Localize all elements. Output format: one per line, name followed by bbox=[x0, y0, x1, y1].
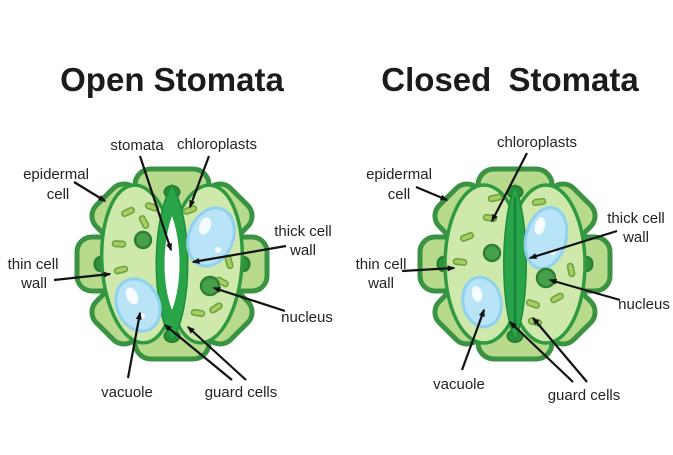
label-guard-cells: guard cells bbox=[205, 384, 278, 401]
label-thick-cell-wall: thick cell bbox=[274, 223, 332, 240]
open-stomata-title: Open Stomata bbox=[60, 61, 284, 98]
label-vacuole: vacuole bbox=[101, 384, 153, 401]
leader-vacuole bbox=[126, 311, 142, 379]
open-leader-lines bbox=[53, 155, 287, 381]
label-thin-cell-wall: wall bbox=[20, 275, 47, 292]
label-epidermal-cell: epidermal bbox=[23, 166, 89, 183]
leader-thick-cell-wall bbox=[528, 229, 618, 260]
leader-nucleus bbox=[212, 286, 286, 313]
label-vacuole: vacuole bbox=[433, 376, 485, 393]
label-thick-cell-wall: thick cell bbox=[607, 210, 665, 227]
leader-epidermal-cell bbox=[73, 181, 107, 202]
label-epidermal-cell: cell bbox=[388, 186, 411, 203]
label-chloroplasts: chloroplasts bbox=[177, 136, 257, 153]
nucleus-left bbox=[482, 243, 502, 263]
label-thick-cell-wall: wall bbox=[622, 229, 649, 246]
closed-stomata-panel: Closed Stomata bbox=[356, 61, 670, 404]
label-nucleus: nucleus bbox=[618, 296, 670, 313]
leader-epidermal-cell bbox=[415, 185, 449, 202]
label-epidermal-cell: epidermal bbox=[366, 166, 432, 183]
vacuole-left bbox=[461, 275, 503, 329]
leader-guard-cell-right bbox=[186, 325, 247, 381]
leader-chloroplasts bbox=[491, 152, 528, 223]
leader-guard-cell-left bbox=[163, 324, 233, 381]
label-guard-cells: guard cells bbox=[548, 387, 621, 404]
nucleus-left bbox=[133, 230, 153, 250]
chloroplasts-left bbox=[111, 202, 160, 275]
open-labels: stomata chloroplasts epidermal cell thic… bbox=[8, 136, 333, 401]
leader-vacuole bbox=[460, 308, 486, 371]
leader-thick-cell-wall bbox=[191, 244, 287, 264]
label-epidermal-cell: cell bbox=[47, 186, 70, 203]
label-thin-cell-wall: thin cell bbox=[356, 256, 407, 273]
chloroplasts-right bbox=[182, 205, 234, 318]
label-stomata: stomata bbox=[110, 137, 164, 154]
leader-guard-cell-left bbox=[508, 320, 574, 383]
chloroplasts-left bbox=[452, 193, 503, 266]
label-nucleus: nucleus bbox=[281, 309, 333, 326]
leader-stomata bbox=[138, 155, 173, 252]
leader-chloroplasts bbox=[188, 155, 211, 209]
nucleus-right bbox=[199, 275, 221, 297]
vacuole-left bbox=[114, 277, 162, 333]
leader-nucleus bbox=[548, 278, 621, 302]
closed-leader-lines bbox=[401, 152, 621, 383]
leader-thin-cell-wall bbox=[401, 265, 456, 273]
leader-guard-cell-right bbox=[532, 316, 588, 383]
label-thin-cell-wall: wall bbox=[367, 275, 394, 292]
vacuole-right bbox=[186, 206, 236, 268]
nucleus-right bbox=[535, 267, 557, 289]
open-guard-cell-pair bbox=[99, 183, 245, 345]
open-stomata-panel: Open Stomata bbox=[8, 61, 333, 401]
label-thin-cell-wall: thin cell bbox=[8, 256, 59, 273]
closed-stomata-title: Closed Stomata bbox=[381, 61, 639, 98]
closed-guard-cell-pair bbox=[443, 182, 587, 345]
leader-thin-cell-wall bbox=[53, 271, 112, 282]
closed-labels: chloroplasts epidermal cell thick cell w… bbox=[356, 134, 670, 404]
label-chloroplasts: chloroplasts bbox=[497, 134, 577, 151]
label-thick-cell-wall: wall bbox=[289, 242, 316, 259]
